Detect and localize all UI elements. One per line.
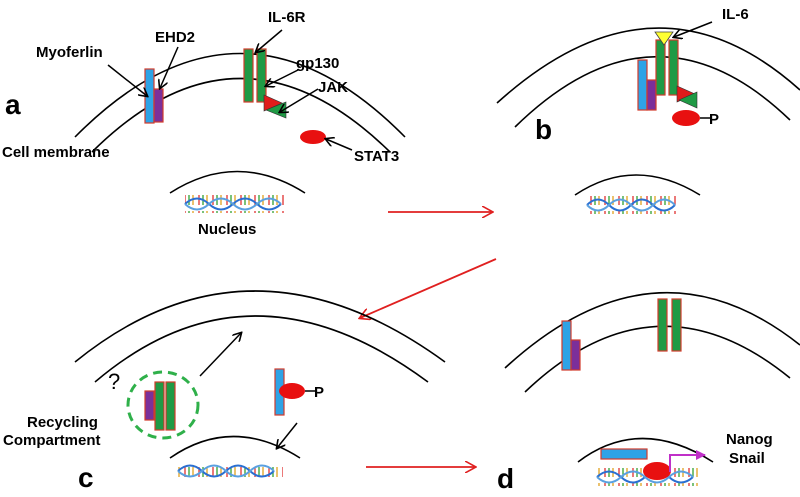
myoferlin-protein (561, 320, 572, 371)
jak-label: JAK (318, 79, 348, 96)
recycling-vesicle (126, 370, 200, 440)
panel-c: c ? P Recycling Compartment (3, 290, 446, 493)
nanog-label: Nanog (726, 431, 773, 448)
gp130-subunit (671, 298, 682, 352)
ehd2-protein (153, 88, 164, 123)
stat3-pointer (326, 139, 353, 151)
il6r-subunit (655, 39, 666, 96)
dna-icon (177, 462, 283, 480)
nuclear-import-arrow (277, 422, 298, 448)
myoferlin-pointer (107, 64, 147, 96)
outer-membrane-d (504, 292, 800, 369)
nuclear-envelope-a (169, 170, 306, 194)
stat3-in-nucleus (643, 462, 671, 480)
il6-pointer (674, 21, 713, 37)
snail-label: Snail (729, 450, 765, 467)
ehd2-label: EHD2 (155, 29, 195, 46)
gp130-subunit (165, 381, 176, 431)
myoferlin-protein (637, 59, 648, 111)
cell-membrane-label: Cell membrane (2, 144, 110, 161)
phospho-label-c: P (314, 384, 324, 401)
panel-label-b: b (535, 114, 552, 145)
stat3-protein (300, 130, 326, 144)
panel-label-c: c (78, 462, 94, 493)
myoferlin-fragment (600, 448, 648, 460)
phospho-label-b: P (709, 111, 719, 128)
gp130-pointer (266, 69, 299, 86)
il6r-subunit (657, 298, 668, 352)
inner-membrane-d (524, 325, 791, 393)
nucleus-label: Nucleus (198, 221, 256, 238)
outer-membrane-c (74, 290, 446, 363)
outer-membrane-a (74, 52, 406, 138)
compartment-label: Compartment (3, 432, 101, 449)
il6r-subunit (154, 381, 165, 431)
gp130-label: gp130 (296, 55, 339, 72)
inner-membrane-a (91, 77, 391, 153)
il6r-subunit (243, 48, 254, 103)
recycling-arrow (199, 333, 241, 377)
ehd2-protein (570, 339, 581, 371)
il6r-label: IL-6R (268, 9, 306, 26)
stat3-phosphorylated (672, 110, 700, 126)
inner-membrane-b (514, 55, 791, 128)
jak-pointer (280, 88, 319, 112)
stat3-label: STAT3 (354, 148, 399, 165)
inner-membrane-c (94, 315, 429, 383)
dna-icon (184, 195, 285, 213)
arrow-b-to-c (360, 258, 497, 318)
panel-a: a Myoferlin EHD2 IL-6R gp130 JAK STAT3 C… (2, 9, 406, 238)
stat3-phosphorylated (279, 383, 305, 399)
outer-membrane-b (496, 27, 800, 104)
nuclear-envelope-c (169, 435, 301, 459)
il6-ligand (654, 31, 674, 46)
transcription-arrow (669, 450, 706, 472)
il6-label: IL-6 (722, 6, 749, 23)
recycling-label: Recycling (27, 414, 98, 431)
panel-label-a: a (5, 89, 21, 120)
panel-d: d Nanog Snail (497, 292, 800, 494)
panel-label-d: d (497, 463, 514, 494)
il6r-pointer (256, 29, 283, 52)
gp130-subunit (256, 48, 267, 103)
ehd2-protein (646, 79, 657, 111)
panel-b: b IL-6 P (496, 6, 800, 214)
jak-green (678, 91, 698, 109)
nuclear-envelope-b (574, 174, 701, 196)
myoferlin-label: Myoferlin (36, 44, 103, 61)
gp130-subunit (668, 39, 679, 96)
ehd2-protein (144, 390, 155, 421)
question-mark: ? (108, 369, 120, 394)
ehd2-pointer (160, 46, 179, 88)
dna-icon (586, 196, 677, 214)
